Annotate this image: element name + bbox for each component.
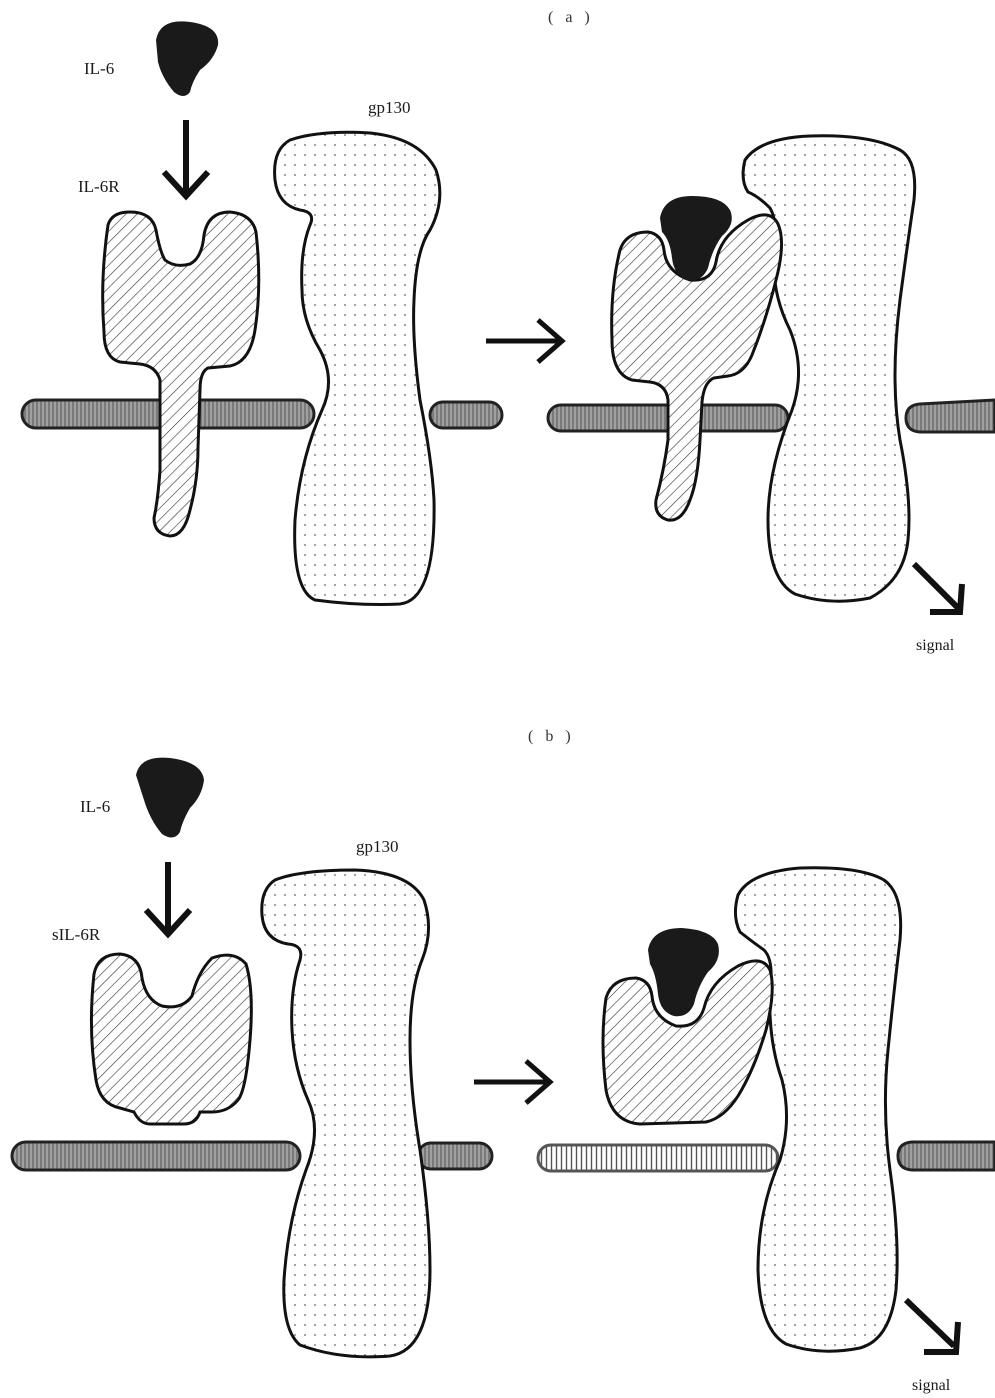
down-arrow-icon <box>164 120 208 196</box>
right-arrow-icon <box>474 1061 550 1103</box>
gp130-transducer <box>743 136 915 601</box>
il6r-receptor <box>103 212 259 536</box>
gp130-label: gp130 <box>368 98 411 117</box>
panel-b-label: ( b ) <box>528 728 575 745</box>
cell-membrane-segment <box>430 402 502 428</box>
sil6r-soluble-receptor <box>91 954 251 1124</box>
cell-membrane-segment <box>898 1142 995 1170</box>
cell-membrane-segment <box>12 1142 300 1170</box>
cell-membrane-segment <box>418 1143 492 1169</box>
gp130-transducer <box>262 870 430 1357</box>
il6-label: IL-6 <box>84 59 114 78</box>
gp130-label: gp130 <box>356 837 399 856</box>
panel-a-label: ( a ) <box>548 9 594 26</box>
cell-membrane-segment <box>538 1145 778 1171</box>
gp130-transducer <box>275 132 440 604</box>
panel-a: ( a ) IL-6 IL-6R gp130 <box>22 9 995 654</box>
signal-label: signal <box>916 637 955 654</box>
down-right-arrow-icon <box>906 1300 958 1352</box>
right-arrow-icon <box>486 320 562 362</box>
down-right-arrow-icon <box>914 564 962 612</box>
gp130-transducer <box>735 868 900 1351</box>
il6-ligand <box>156 21 218 96</box>
il6-label: IL-6 <box>80 797 110 816</box>
panel-b: ( b ) IL-6 sIL-6R gp130 <box>12 728 995 1394</box>
signal-label: signal <box>912 1377 951 1394</box>
sil6r-label: sIL-6R <box>52 925 101 944</box>
cell-membrane-segment <box>906 400 995 432</box>
il6-ligand <box>136 758 204 838</box>
il6r-label: IL-6R <box>78 177 120 196</box>
down-arrow-icon <box>146 862 190 934</box>
